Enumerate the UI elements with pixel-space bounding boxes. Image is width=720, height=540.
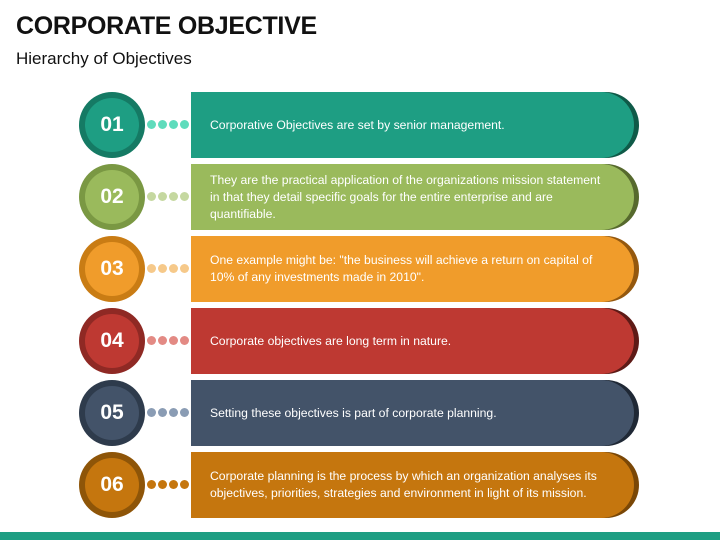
page-subtitle: Hierarchy of Objectives xyxy=(16,49,192,68)
connector-dots xyxy=(147,408,189,417)
number-label: 03 xyxy=(85,242,139,296)
connector-dots xyxy=(147,192,189,201)
connector-dots xyxy=(147,264,189,273)
number-label: 05 xyxy=(85,386,139,440)
objective-bar: Corporate objectives are long term in na… xyxy=(191,308,634,374)
number-circle: 02 xyxy=(79,164,145,230)
number-label: 04 xyxy=(85,314,139,368)
number-circle: 06 xyxy=(79,452,145,518)
objective-row-05: 05 Setting these objectives is part of c… xyxy=(0,380,720,446)
connector-dots xyxy=(147,336,189,345)
footer-accent-line xyxy=(0,532,720,540)
objective-row-02: 02 They are the practical application of… xyxy=(0,164,720,230)
objective-bar: Setting these objectives is part of corp… xyxy=(191,380,634,446)
objective-text: Corporative Objectives are set by senior… xyxy=(210,117,505,132)
objective-text: They are the practical application of th… xyxy=(210,172,601,221)
number-circle: 01 xyxy=(79,92,145,158)
objective-bar: Corporate planning is the process by whi… xyxy=(191,452,634,518)
objective-row-04: 04 Corporate objectives are long term in… xyxy=(0,308,720,374)
objective-row-03: 03 One example might be: "the business w… xyxy=(0,236,720,302)
objective-text: Corporate planning is the process by whi… xyxy=(210,469,597,500)
number-circle: 03 xyxy=(79,236,145,302)
connector-dots xyxy=(147,480,189,489)
objective-bar: Corporative Objectives are set by senior… xyxy=(191,92,634,158)
objective-row-01: 01 Corporative Objectives are set by sen… xyxy=(0,92,720,158)
objective-text: Setting these objectives is part of corp… xyxy=(210,405,497,420)
objective-text: One example might be: "the business will… xyxy=(210,253,593,284)
number-circle: 04 xyxy=(79,308,145,374)
objective-bar: They are the practical application of th… xyxy=(191,164,634,230)
number-label: 02 xyxy=(85,170,139,224)
page-title: CORPORATE OBJECTIVE xyxy=(16,12,317,40)
objective-row-06: 06 Corporate planning is the process by … xyxy=(0,452,720,518)
number-label: 06 xyxy=(85,458,139,512)
objective-text: Corporate objectives are long term in na… xyxy=(210,333,452,348)
number-label: 01 xyxy=(85,98,139,152)
number-circle: 05 xyxy=(79,380,145,446)
connector-dots xyxy=(147,120,189,129)
objective-bar: One example might be: "the business will… xyxy=(191,236,634,302)
